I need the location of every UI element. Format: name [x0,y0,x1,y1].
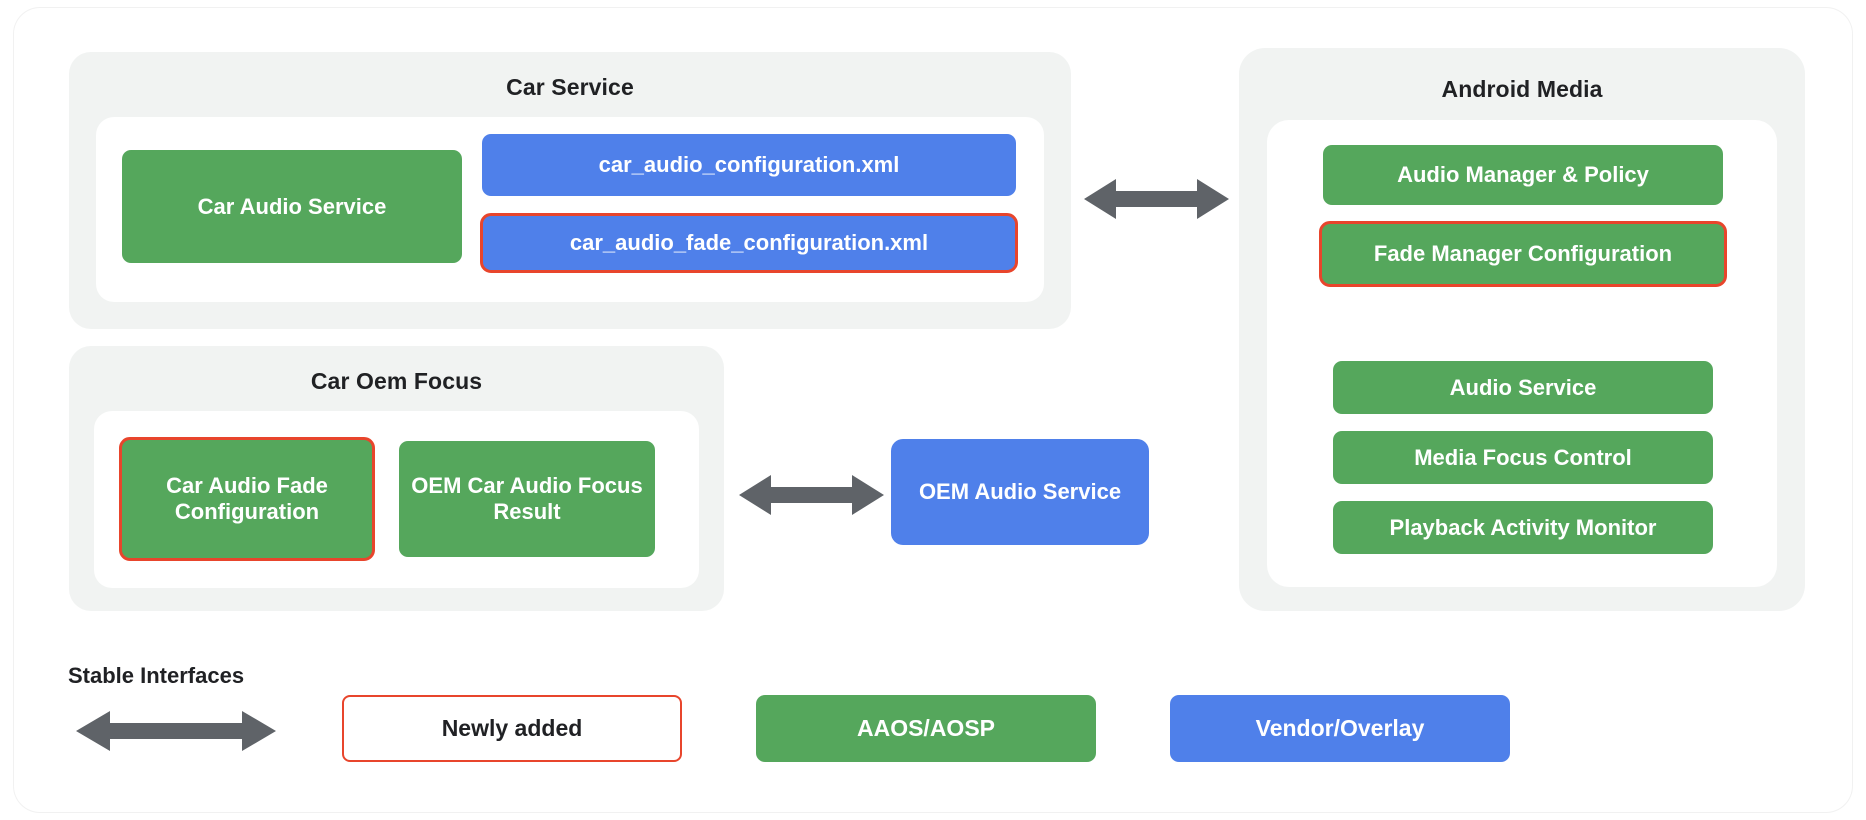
car-service-inner-card: Car Audio Service car_audio_configuratio… [96,117,1044,302]
car-oem-focus-inner-card: Car Audio Fade Configuration OEM Car Aud… [94,411,699,588]
legend-chip-aaos-aosp[interactable]: AAOS/AOSP [756,695,1096,762]
node-audio-service[interactable]: Audio Service [1333,361,1713,414]
node-playback-activity-monitor[interactable]: Playback Activity Monitor [1333,501,1713,554]
group-car-service: Car Service Car Audio Service car_audio_… [69,52,1071,329]
node-oem-car-audio-focus-result[interactable]: OEM Car Audio Focus Result [399,441,655,557]
node-car-audio-configuration-xml[interactable]: car_audio_configuration.xml [482,134,1016,196]
android-media-inner-card: Audio Manager & Policy Fade Manager Conf… [1267,120,1777,587]
page-card: Car Service Car Audio Service car_audio_… [14,8,1852,812]
car-oem-focus-title: Car Oem Focus [310,368,483,394]
legend-stable-interfaces-arrow-icon [76,708,276,754]
group-android-media: Android Media Audio Manager & Policy Fad… [1239,48,1805,611]
legend-stable-interfaces-label: Stable Interfaces [68,663,245,688]
node-audio-manager-policy[interactable]: Audio Manager & Policy [1323,145,1723,205]
node-car-audio-fade-configuration-xml[interactable]: car_audio_fade_configuration.xml [480,213,1018,273]
node-media-focus-control[interactable]: Media Focus Control [1333,431,1713,484]
node-car-audio-service[interactable]: Car Audio Service [122,150,462,263]
node-oem-audio-service[interactable]: OEM Audio Service [891,439,1149,545]
arrow-car-service-android-media [1084,176,1229,222]
car-service-title: Car Service [506,74,634,100]
android-media-title: Android Media [1441,76,1603,102]
node-car-audio-fade-configuration[interactable]: Car Audio Fade Configuration [119,437,375,561]
arrow-oem-focus-oem-audio-service [739,472,884,518]
legend-chip-newly-added[interactable]: Newly added [342,695,682,762]
group-car-oem-focus: Car Oem Focus Car Audio Fade Configurati… [69,346,724,611]
node-fade-manager-configuration[interactable]: Fade Manager Configuration [1319,221,1727,287]
legend-chip-vendor-overlay[interactable]: Vendor/Overlay [1170,695,1510,762]
